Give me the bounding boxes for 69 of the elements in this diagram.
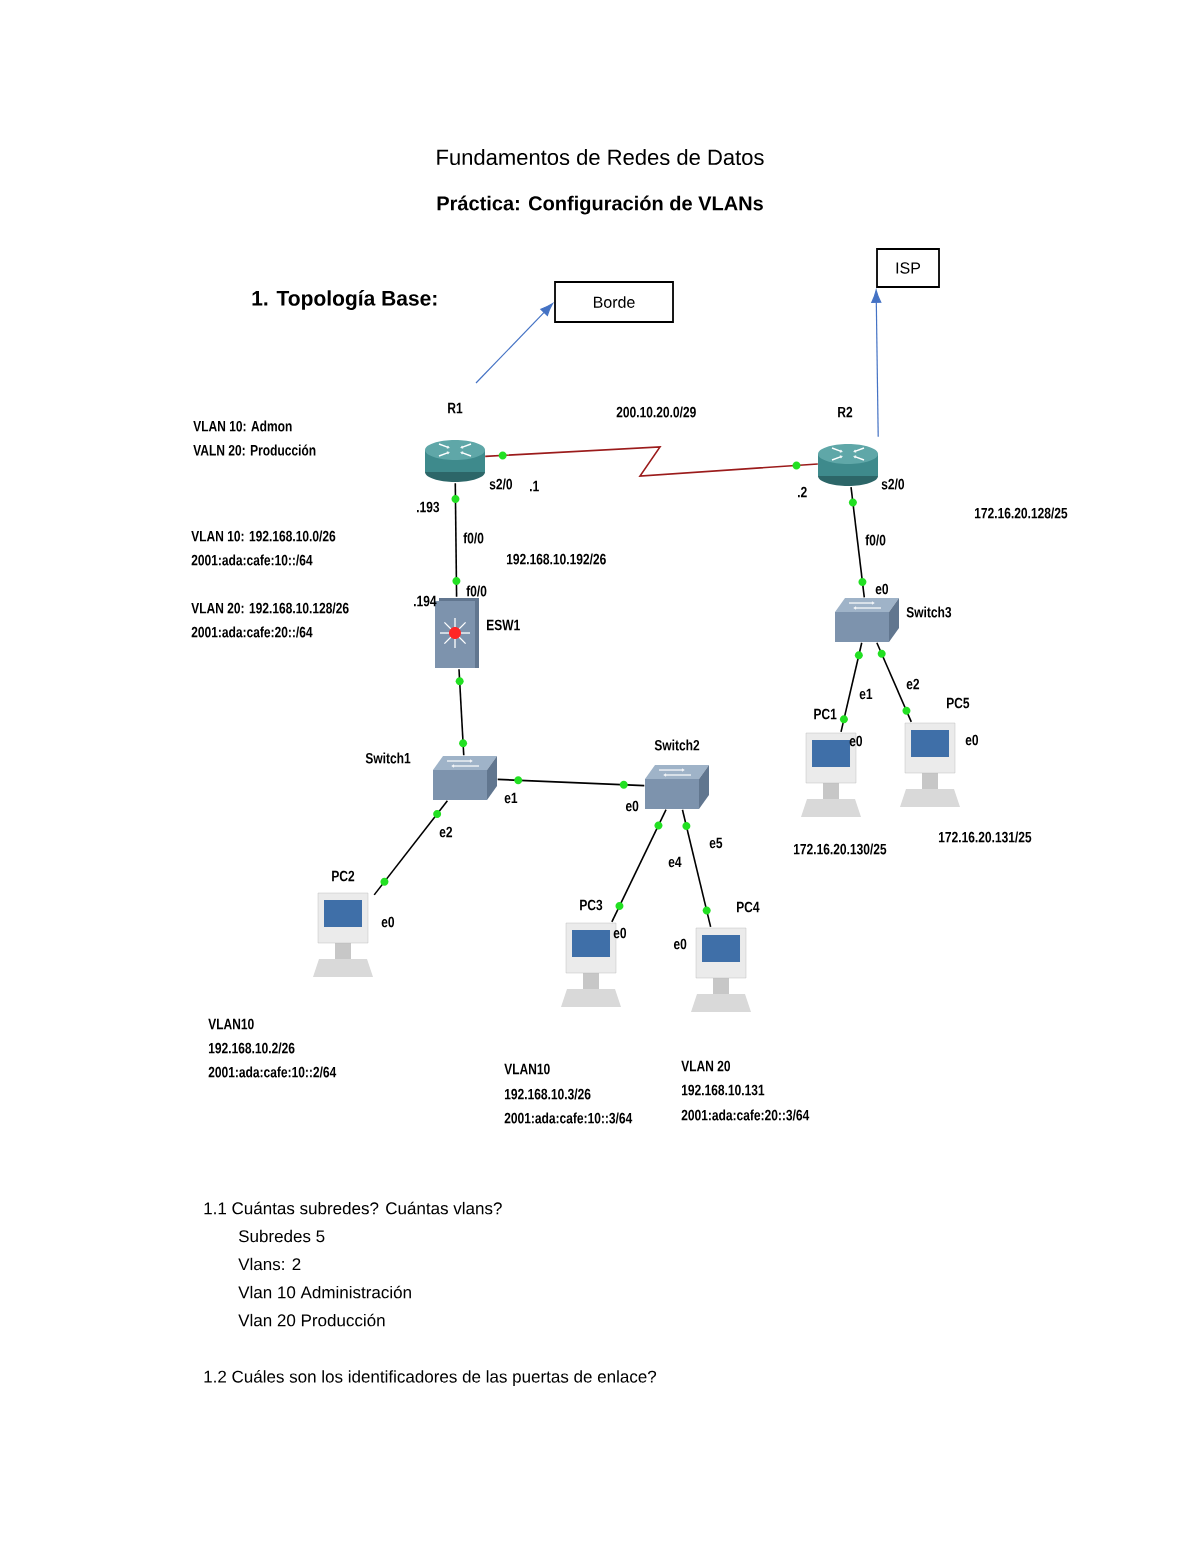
address-note: 172.16.20.130/25 xyxy=(793,843,887,855)
device-name: PC3 xyxy=(580,899,603,911)
device-name: Switch1 xyxy=(365,752,411,764)
address-note: VLAN 20: 192.168.10.128/26 xyxy=(191,602,349,614)
answer-text: Vlan 20 Producción xyxy=(238,1313,385,1327)
answer-text: Vlans: 2 xyxy=(238,1257,301,1271)
arrow xyxy=(475,303,553,384)
address-note: 200.10.20.0/29 xyxy=(616,406,696,418)
address-note: 192.168.10.2/26 xyxy=(208,1042,295,1054)
address-note: VLAN 10: Admon xyxy=(193,420,292,432)
label-box: Borde xyxy=(554,281,674,323)
device-name: R2 xyxy=(838,406,853,418)
subtitle: Práctica: Configuración de VLANs xyxy=(437,195,763,215)
address-note: VLAN 20 xyxy=(681,1060,731,1072)
link-line xyxy=(484,446,819,477)
port-label: e1 xyxy=(504,792,518,804)
address-note: VALN 20: Producción xyxy=(193,444,316,456)
port-label: e0 xyxy=(625,800,639,812)
address-note: 2001:ada:cafe:20::3/64 xyxy=(681,1109,810,1121)
address-note: 2001:ada:cafe:10::3/64 xyxy=(504,1112,633,1124)
device-name: Switch2 xyxy=(654,739,700,751)
port-label: e4 xyxy=(668,856,682,868)
port-label: e2 xyxy=(439,826,453,838)
port-label: e5 xyxy=(709,837,723,849)
address-note: 192.168.10.131 xyxy=(681,1084,765,1096)
device-name: PC1 xyxy=(814,708,837,720)
port-label: e0 xyxy=(613,927,627,939)
device-name: PC4 xyxy=(737,901,760,913)
device-name: ESW1 xyxy=(487,619,520,631)
address-note: VLAN 10: 192.168.10.0/26 xyxy=(191,530,336,542)
address-note: 2001:ada:cafe:20::/64 xyxy=(191,626,313,638)
port-label: e2 xyxy=(906,678,920,690)
address-note: 172.16.20.128/25 xyxy=(974,507,1068,519)
port-label: f0/0 xyxy=(463,532,484,544)
answer-text: Vlan 10 Administración xyxy=(238,1285,411,1299)
section-heading: 1. Topología Base: xyxy=(252,290,437,310)
link-line xyxy=(839,641,863,733)
link-line xyxy=(451,482,461,598)
link-line xyxy=(611,808,667,923)
port-label: .2 xyxy=(798,486,807,498)
address-note: 192.168.10.3/26 xyxy=(504,1088,591,1100)
answer-text: Subredes 5 xyxy=(238,1229,325,1243)
port-label: f0/0 xyxy=(865,534,886,546)
link-line xyxy=(848,486,867,599)
device-name: PC2 xyxy=(332,870,355,882)
link-line xyxy=(455,668,468,757)
link-line xyxy=(876,641,913,723)
address-note: 2001:ada:cafe:10::/64 xyxy=(191,554,313,566)
title: Fundamentos de Redes de Datos xyxy=(437,148,764,166)
address-note: VLAN10 xyxy=(208,1018,254,1030)
port-label: e0 xyxy=(965,734,979,746)
port-label: e1 xyxy=(859,688,873,700)
question-text: 1.1 Cuántas subredes? Cuántas vlans? xyxy=(204,1201,502,1215)
label-box: ISP xyxy=(876,248,940,288)
device-name: R1 xyxy=(448,402,463,414)
port-label: .193 xyxy=(417,501,440,513)
link-line xyxy=(373,799,449,896)
port-label: e0 xyxy=(875,583,889,595)
port-label: .194 xyxy=(414,595,437,607)
link-line xyxy=(681,808,712,928)
arrow xyxy=(871,289,882,438)
link-line xyxy=(496,776,646,789)
address-note: 192.168.10.192/26 xyxy=(506,553,606,565)
device-name: PC5 xyxy=(947,697,970,709)
port-label: .1 xyxy=(530,480,539,492)
question-text: 1.2 Cuáles son los identificadores de las puertas de enlace? xyxy=(204,1370,657,1387)
port-label: f0/0 xyxy=(466,585,487,597)
device-name: Switch3 xyxy=(906,606,952,618)
address-note: 2001:ada:cafe:10::2/64 xyxy=(208,1066,337,1078)
